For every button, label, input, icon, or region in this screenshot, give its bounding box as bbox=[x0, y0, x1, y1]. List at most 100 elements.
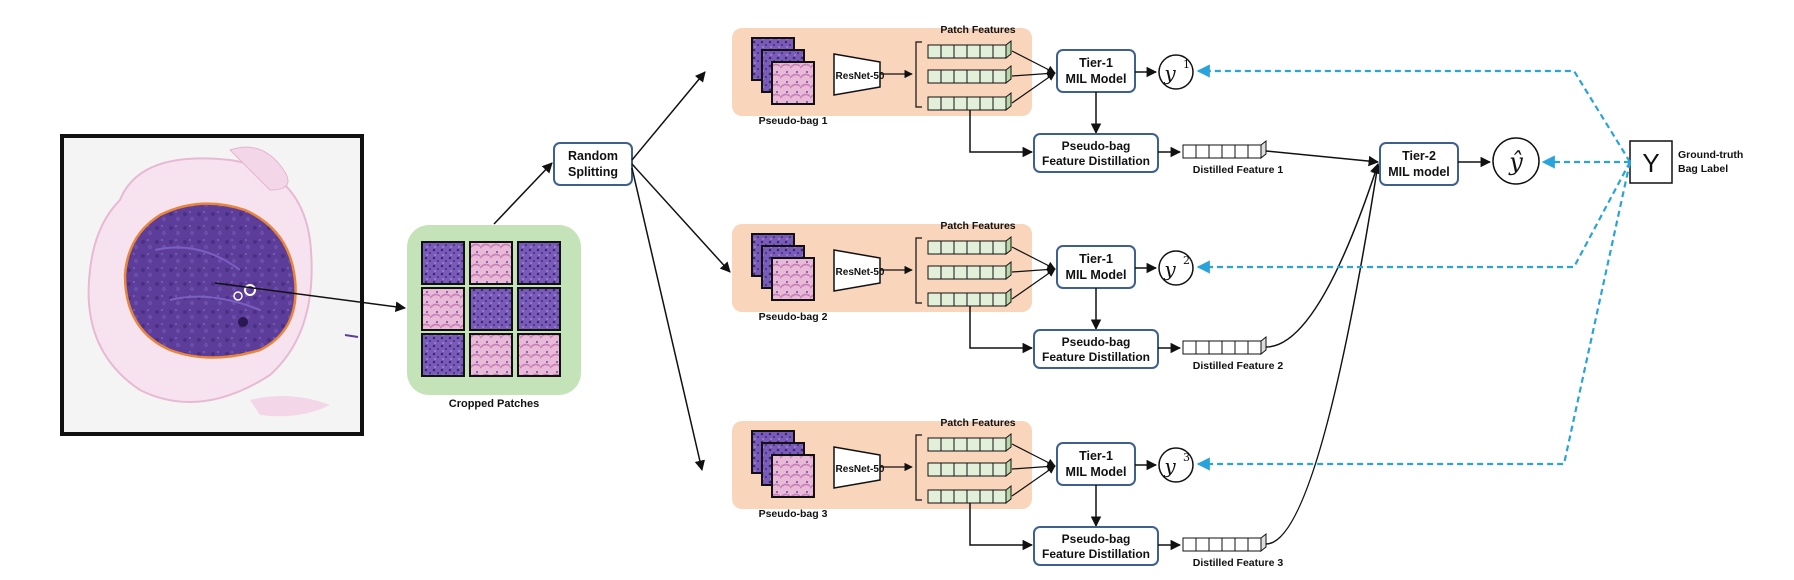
distilled-cell bbox=[1221, 340, 1236, 355]
instance-prediction-index: 2 bbox=[1183, 254, 1190, 267]
feature-bracket bbox=[915, 41, 922, 108]
feature-to-tier2-arrow bbox=[1265, 150, 1380, 167]
patch-tile bbox=[469, 333, 513, 377]
feature-cell-side bbox=[1005, 484, 1012, 505]
feature-cell bbox=[940, 96, 955, 111]
distillation-line2: Feature Distillation bbox=[1042, 350, 1150, 364]
feature-arrow bbox=[1011, 246, 1056, 270]
feature-cell bbox=[979, 96, 994, 111]
tier1-line2: MIL Model bbox=[1066, 268, 1127, 282]
feature-cell bbox=[940, 489, 955, 504]
distilled-feature-label: Distilled Feature 1 bbox=[1193, 164, 1284, 176]
feature-to-tier2-arrow bbox=[1265, 163, 1381, 348]
distilled-cell bbox=[1182, 340, 1197, 355]
feature-cell bbox=[940, 462, 955, 477]
bag-patch bbox=[771, 454, 815, 498]
feature-cell bbox=[992, 265, 1007, 280]
feature-cell-side bbox=[1005, 91, 1012, 112]
feature-cell-side bbox=[1005, 457, 1012, 478]
feature-arrow bbox=[1011, 465, 1056, 497]
distilled-cell bbox=[1195, 144, 1210, 159]
feature-cell bbox=[927, 292, 942, 307]
distilled-cell bbox=[1221, 144, 1236, 159]
supervision-arrows bbox=[1196, 64, 1632, 471]
feature-arrow bbox=[1011, 268, 1056, 300]
patch-tile bbox=[517, 333, 561, 377]
feature-cell bbox=[979, 69, 994, 84]
feature-cell bbox=[966, 292, 981, 307]
distilled-cell bbox=[1221, 537, 1236, 552]
distilled-cell bbox=[1208, 340, 1223, 355]
feature-cell bbox=[927, 240, 942, 255]
cropped-patches-panel: Cropped Patches bbox=[407, 225, 581, 410]
patches-to-splitting-arrow bbox=[493, 162, 553, 225]
feature-cell bbox=[953, 489, 968, 504]
feature-cell-side bbox=[1005, 260, 1012, 281]
pseudo-bag-label: Pseudo-bag 1 bbox=[759, 115, 828, 127]
ground-truth-line2: Bag Label bbox=[1678, 163, 1728, 175]
feature-cell bbox=[927, 462, 942, 477]
patch-tile bbox=[469, 241, 513, 285]
patch-features-label: Patch Features bbox=[940, 417, 1015, 429]
distillation-line1: Pseudo-bag bbox=[1062, 532, 1131, 546]
feature-arrow bbox=[1011, 443, 1056, 467]
patch-grid bbox=[421, 241, 561, 377]
feature-cell bbox=[992, 44, 1007, 59]
feature-cell-side bbox=[1005, 64, 1012, 85]
random-splitting-box: Random Splitting bbox=[553, 142, 633, 186]
feature-cell-side bbox=[1005, 39, 1012, 60]
distilled-cell bbox=[1208, 537, 1223, 552]
feature-cell bbox=[953, 462, 968, 477]
distillation-line1: Pseudo-bag bbox=[1062, 335, 1131, 349]
distilled-cell bbox=[1182, 144, 1197, 159]
wsi-thumbnail bbox=[60, 134, 364, 436]
feature-cell-side bbox=[1005, 235, 1012, 256]
feature-cell bbox=[992, 69, 1007, 84]
random-splitting-line2: Splitting bbox=[568, 165, 618, 179]
feature-to-tier2-arrow bbox=[1265, 162, 1382, 545]
distilled-cell bbox=[1234, 537, 1249, 552]
tier2-box: Tier-2 MIL model bbox=[1379, 142, 1459, 186]
ground-truth-line1: Ground-truth bbox=[1678, 149, 1743, 161]
patch-tile bbox=[517, 287, 561, 331]
feature-cell bbox=[940, 292, 955, 307]
distilled-cell bbox=[1247, 340, 1262, 355]
distillation-box bbox=[1033, 526, 1159, 566]
feature-cell bbox=[992, 292, 1007, 307]
instance-prediction-node bbox=[1158, 250, 1194, 286]
distilled-cell bbox=[1247, 144, 1262, 159]
tier1-line2: MIL Model bbox=[1066, 72, 1127, 86]
feature-bracket bbox=[915, 434, 922, 501]
tier2-line1: Tier-2 bbox=[1402, 149, 1436, 163]
patch-features-label: Patch Features bbox=[940, 24, 1015, 36]
pseudo-bag-label: Pseudo-bag 3 bbox=[759, 508, 828, 520]
distilled-cell bbox=[1234, 340, 1249, 355]
feature-cell bbox=[966, 437, 981, 452]
patch-tile bbox=[421, 287, 465, 331]
distilled-cell bbox=[1208, 144, 1223, 159]
feature-cell bbox=[966, 462, 981, 477]
distillation-line2: Feature Distillation bbox=[1042, 547, 1150, 561]
feature-cell-side bbox=[1005, 432, 1012, 453]
feature-cell bbox=[992, 462, 1007, 477]
patch-tile bbox=[421, 333, 465, 377]
wsi-to-patches-arrow bbox=[214, 282, 407, 312]
pseudo-bag-label: Pseudo-bag 2 bbox=[759, 311, 828, 323]
tier2-line2: MIL model bbox=[1388, 165, 1450, 179]
prediction-symbol: ŷ bbox=[1508, 148, 1523, 176]
feature-cell bbox=[953, 240, 968, 255]
feature-arrow bbox=[1011, 72, 1056, 104]
instance-prediction-index: 1 bbox=[1183, 58, 1190, 71]
feature-cell bbox=[953, 437, 968, 452]
patch-tile bbox=[421, 241, 465, 285]
feature-cell bbox=[940, 437, 955, 452]
patch-tile bbox=[469, 287, 513, 331]
feature-cell bbox=[966, 265, 981, 280]
distilled-feature-label: Distilled Feature 3 bbox=[1193, 557, 1284, 569]
distilled-cell-side bbox=[1260, 139, 1267, 160]
features-to-distill-arrow bbox=[969, 306, 1034, 354]
